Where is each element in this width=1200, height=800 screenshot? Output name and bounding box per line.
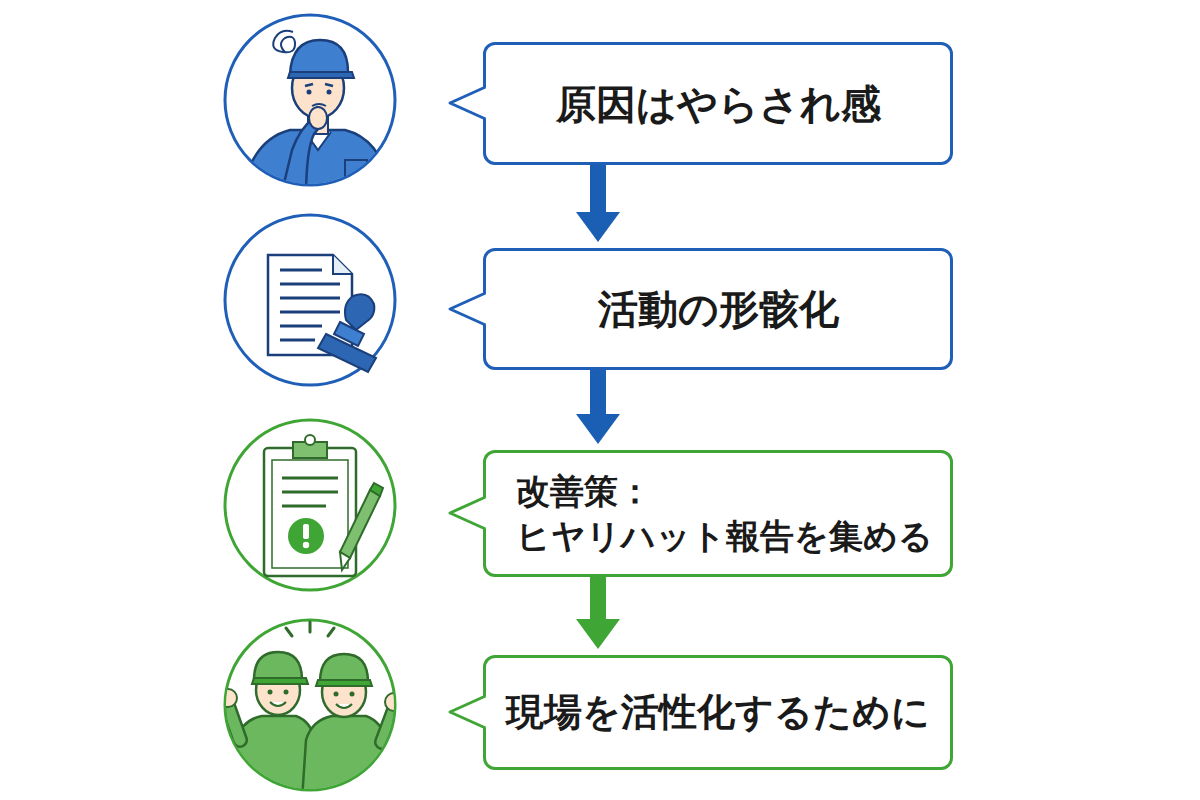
speech-box: 原因はやらされ感 [483, 42, 953, 165]
clipboard-board [264, 448, 356, 576]
speech-tail [450, 497, 488, 529]
warning-dot [303, 542, 309, 548]
workers-figures [219, 652, 403, 800]
speech-box: 改善策：ヒヤリハット報告を集める [483, 450, 953, 577]
worker-right [302, 654, 403, 800]
excitement-lines [286, 622, 334, 636]
worker-mouth [312, 104, 326, 106]
speech-tail [450, 87, 488, 119]
worker-pocket [345, 160, 367, 178]
document-lines [280, 270, 340, 340]
flow-arrow [576, 577, 620, 649]
box-text: 原因はやらされ感 [556, 78, 881, 130]
worker-hand [309, 107, 327, 129]
stamp-handle [345, 294, 374, 330]
box-body-text: ヒヤリハット報告を集める [516, 514, 933, 558]
worker-eye [327, 90, 332, 95]
speech-box: 活動の形骸化 [483, 248, 953, 370]
speech-tail [450, 696, 488, 728]
stamp [318, 294, 376, 372]
worried-worker-icon [225, 15, 395, 200]
worker-figure [240, 31, 392, 200]
box-text: 活動の形骸化 [598, 283, 839, 335]
warning-bar [303, 524, 309, 539]
clipboard-ring [305, 435, 315, 445]
flow-arrow [576, 370, 620, 444]
warning-badge [288, 518, 324, 554]
box-text: 改善策： [516, 469, 652, 513]
worker-cap [290, 40, 348, 74]
arrow-head [576, 212, 620, 242]
worker-shirt [240, 130, 392, 200]
speech-box: 現場を活性化するために [483, 655, 953, 770]
icon-circle [225, 215, 395, 385]
document-stamp-icon [225, 215, 395, 385]
clipboard-lines [282, 478, 338, 506]
clipboard-icon [225, 420, 395, 590]
arrow-head [576, 619, 620, 649]
speech-tail [450, 293, 488, 325]
document-fold [333, 255, 352, 274]
arrow-shaft [590, 165, 606, 214]
cheering-workers-icon [219, 620, 403, 800]
worker-cap-brim [288, 72, 354, 78]
worry-squiggle [273, 31, 295, 52]
arrow-head [576, 414, 620, 444]
worker-brows [305, 84, 333, 86]
stamp-base [318, 334, 376, 372]
worker-eye [307, 90, 312, 95]
arrow-shaft [590, 577, 606, 621]
box-text: 現場を活性化するために [506, 688, 930, 737]
pen [340, 483, 383, 570]
clipboard-paper [272, 460, 348, 568]
flow-arrow [576, 165, 620, 242]
icon-circle [225, 420, 395, 590]
arrow-shaft [590, 370, 606, 416]
